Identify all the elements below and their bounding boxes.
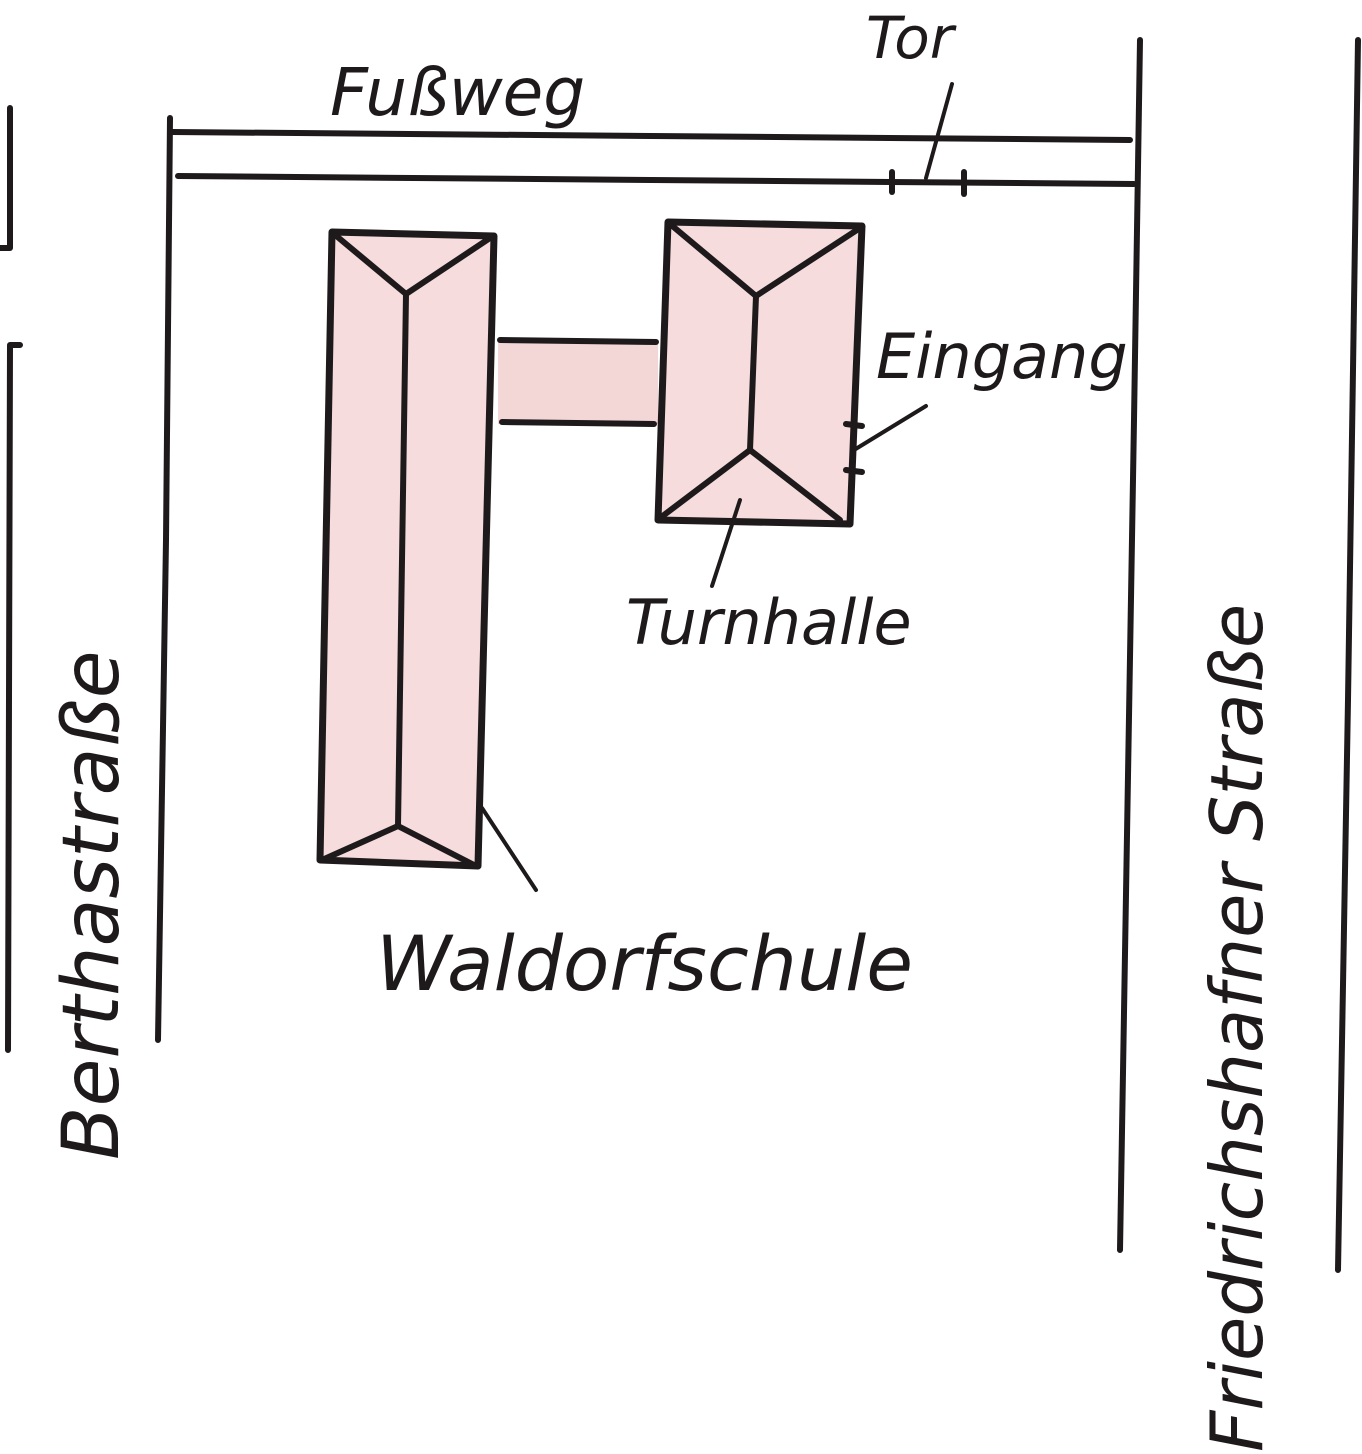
berthastrasse-edge-line [155, 115, 173, 1043]
footpath-bottom-line [175, 173, 1137, 187]
footpath-label: Fußweg [330, 54, 585, 131]
berthastrasse-label: Berthastraße [47, 650, 137, 1160]
friedrichshafner-strasse-inner-edge [1117, 37, 1143, 1253]
turnhalle-building [654, 218, 866, 588]
entrance-marker [843, 404, 928, 475]
gym-leader-line [710, 498, 742, 588]
gate-marker [889, 82, 967, 197]
corridor [497, 337, 659, 427]
gym-label: Turnhalle [626, 586, 912, 659]
entrance-label: Eingang [876, 320, 1128, 393]
left-road-outer-edge [0, 105, 23, 1053]
footpath-top-line [169, 129, 1133, 143]
friedrichshafner-strasse-outer-edge [1335, 37, 1361, 1273]
gate-label: Tor [866, 4, 957, 72]
waldorfschule-building [316, 228, 538, 892]
school-label: Waldorfschule [376, 919, 913, 1008]
friedrichshafner-strasse-label: Friedrichshafner Straße [1195, 604, 1279, 1452]
school-leader-line [480, 806, 538, 892]
